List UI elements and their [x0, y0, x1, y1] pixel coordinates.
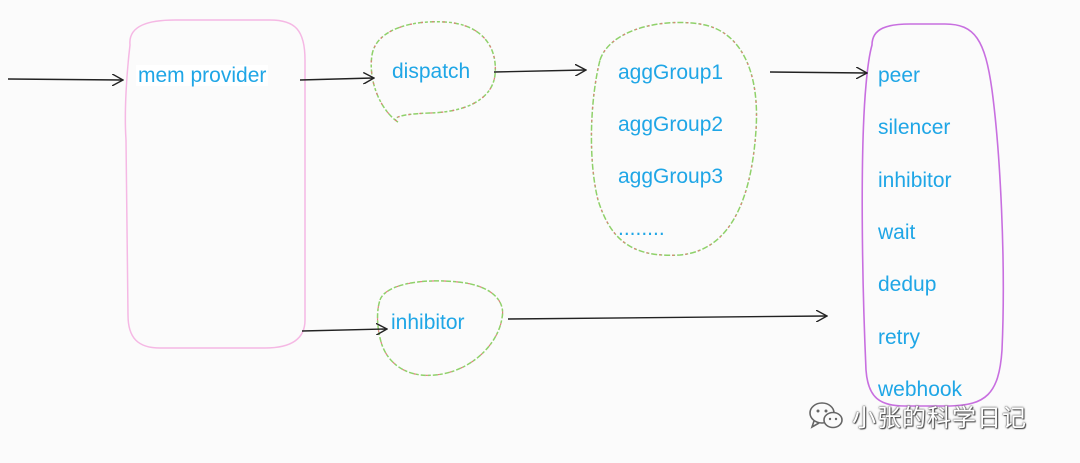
arrow-dispatch-to-agg: [493, 70, 585, 72]
dispatch-blob-accent: [370, 21, 496, 123]
wechat-icon: [809, 401, 843, 429]
agg-group-item: aggGroup2: [618, 113, 724, 136]
pipeline-item: wait: [878, 221, 916, 244]
pipeline-item: retry: [878, 326, 920, 349]
agg-group-item: aggGroup1: [618, 61, 724, 84]
agg-group-item: ........: [618, 217, 665, 240]
pipeline-item: silencer: [878, 116, 951, 139]
pipeline-item: webhook: [878, 378, 963, 401]
arrow-mem-to-dispatch: [299, 78, 373, 80]
pipeline-item: dedup: [878, 273, 937, 296]
arrow-inhibitor-to-pipeline: [507, 316, 826, 319]
watermark: 小张的科学日记: [808, 398, 1027, 433]
arrow-agg-to-pipeline: [769, 72, 866, 73]
arrow-input: [7, 79, 122, 80]
mem-provider-label: mem provider: [136, 64, 269, 87]
watermark-text: 小张的科学日记: [852, 404, 1027, 432]
dispatch-label: dispatch: [392, 60, 471, 83]
inhibitor-mid-label: inhibitor: [391, 311, 465, 334]
pipeline-item: inhibitor: [878, 169, 952, 192]
mem-provider-outline: [124, 19, 306, 349]
pipeline-outline: [861, 23, 1005, 407]
agg-group-blob: [590, 21, 758, 257]
inhibitor-blob: [376, 280, 504, 377]
arrow-mem-to-inhibitor: [301, 329, 386, 331]
pipeline-item: peer: [878, 64, 921, 87]
agg-group-blob-accent: [590, 21, 758, 256]
agg-group-item: aggGroup3: [618, 165, 724, 188]
